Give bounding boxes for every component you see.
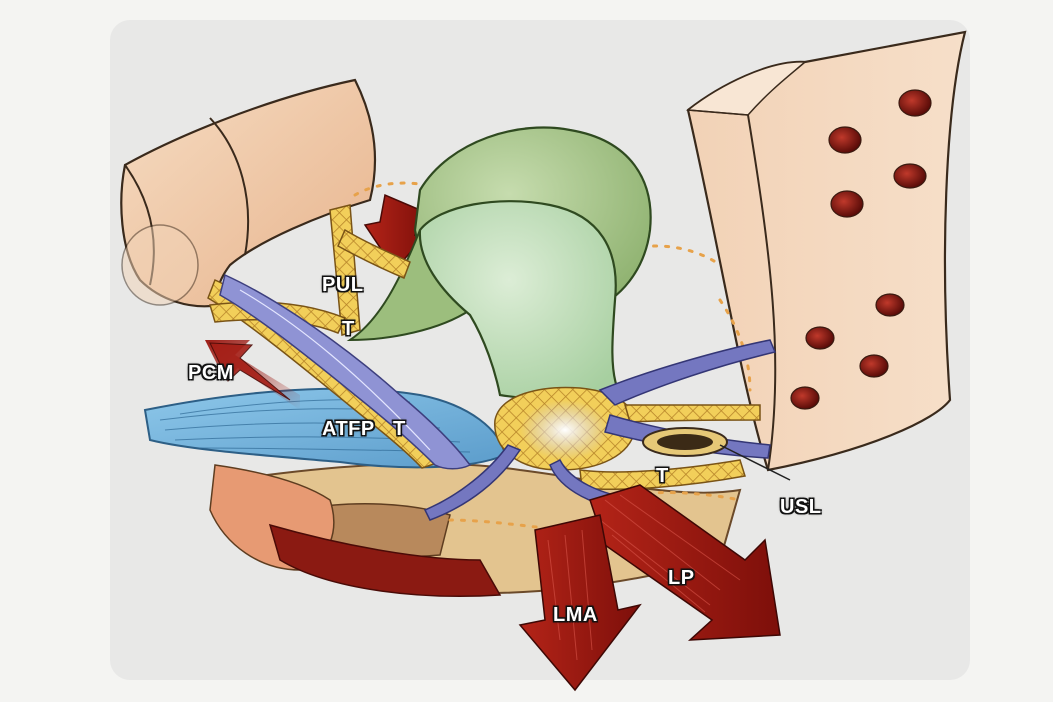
label-t-mid: T [393, 418, 406, 441]
label-lma: LMA [553, 604, 598, 627]
label-lp: LP [668, 567, 695, 590]
label-usl: USL [780, 496, 822, 519]
label-pul: PUL [322, 274, 364, 297]
rectum-ring [643, 428, 727, 456]
label-t-upper: T [342, 318, 355, 341]
label-atfp: ATFP [322, 418, 375, 441]
label-t-lower: T [656, 465, 669, 488]
label-pcm: PCM [188, 362, 234, 385]
